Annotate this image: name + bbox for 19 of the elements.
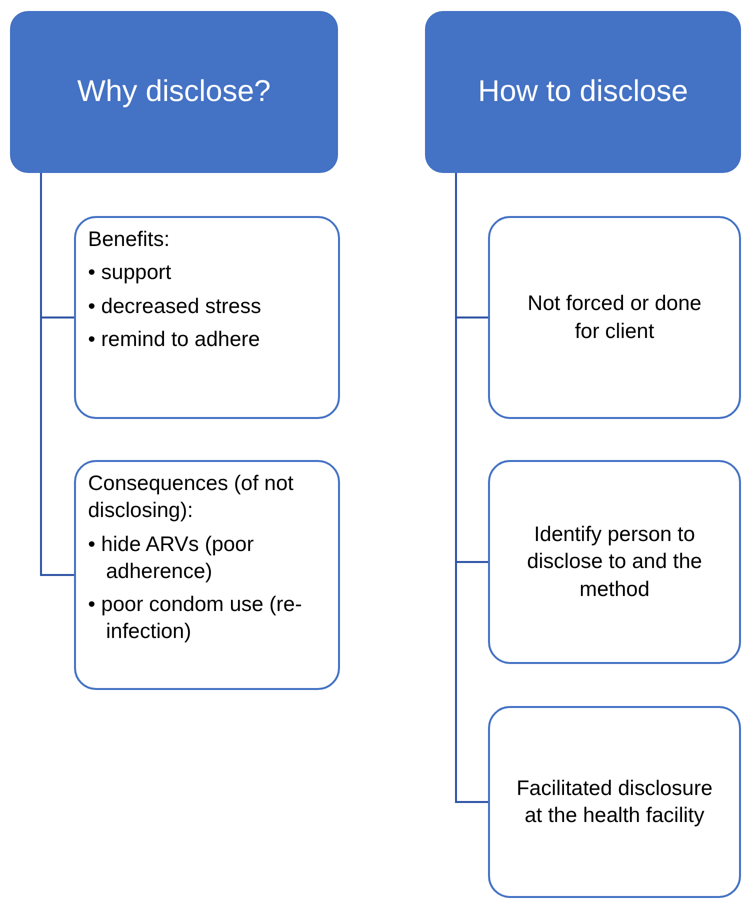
step-text: Identify person to disclose to and the method (526, 522, 704, 603)
bullet-item: • poor condom use (re-infection) (88, 592, 303, 646)
header-box (10, 11, 338, 173)
bullet-item: • support (88, 260, 172, 286)
list-heading: Consequences (of not disclosing): (88, 471, 294, 524)
content-box (488, 706, 741, 898)
content-box (74, 460, 340, 690)
header-box (425, 11, 741, 173)
heading-text: Why disclose? (77, 74, 271, 110)
bullet-item: • decreased stress (88, 294, 262, 320)
step-text: Not forced or done for client (526, 291, 702, 344)
content-box (488, 216, 741, 419)
step-text: Facilitated disclosure at the health facility (515, 776, 714, 829)
list-heading: Benefits: (88, 227, 171, 253)
heading-text: How to disclose (478, 74, 688, 110)
content-box (488, 460, 741, 664)
content-box (74, 216, 340, 419)
bullet-item: • hide ARVs (poor adherence) (88, 532, 255, 585)
bullet-item: • remind to adhere (88, 326, 261, 353)
